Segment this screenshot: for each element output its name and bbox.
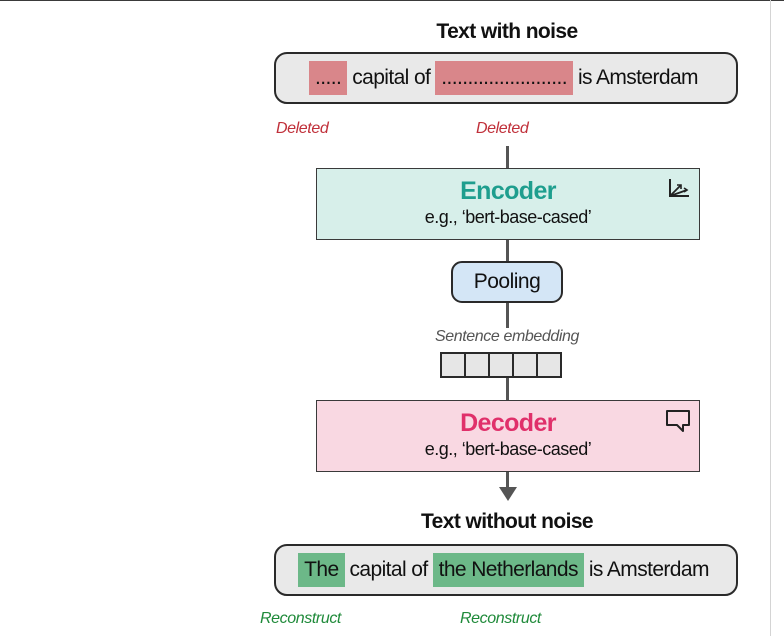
embedding-cell bbox=[488, 352, 514, 378]
deleted-segment-1: ..... bbox=[309, 61, 348, 95]
reconstructed-segment-2: the Netherlands bbox=[432, 553, 584, 587]
embedding-vector bbox=[440, 352, 562, 378]
reconstruct-tag-2: Reconstruct bbox=[460, 610, 541, 627]
output-heading: Text without noise bbox=[421, 510, 594, 533]
top-border bbox=[0, 0, 784, 1]
sentence-text-1: capital of bbox=[352, 66, 431, 89]
encoder-title: Encoder bbox=[460, 177, 556, 205]
connector-to-pooling bbox=[506, 240, 509, 261]
embedding-cell bbox=[464, 352, 490, 378]
deleted-segment-2: ........................ bbox=[435, 61, 573, 95]
connector-to-embedding bbox=[506, 303, 509, 328]
embedding-cell bbox=[536, 352, 562, 378]
sentence-text-2: is Amsterdam bbox=[588, 558, 710, 581]
embedding-label: Sentence embedding bbox=[434, 328, 580, 345]
embedding-cell bbox=[512, 352, 538, 378]
input-heading: Text with noise bbox=[436, 20, 578, 43]
sentence-text-1: capital of bbox=[349, 558, 429, 581]
reconstructed-sentence-box: The capital of the Netherlands is Amster… bbox=[274, 544, 738, 596]
connector-to-encoder bbox=[506, 146, 509, 168]
embedding-cell bbox=[440, 352, 466, 378]
deleted-tag-1: Deleted bbox=[276, 120, 329, 137]
decoder-subtitle: e.g., ‘bert-base-cased’ bbox=[424, 439, 592, 459]
arrow-shaft bbox=[506, 472, 509, 488]
speech-bubble-icon bbox=[665, 409, 691, 438]
encoder-subtitle: e.g., ‘bert-base-cased’ bbox=[424, 207, 592, 227]
right-border bbox=[770, 0, 771, 636]
sentence-text-2: is Amsterdam bbox=[577, 66, 699, 89]
connector-to-decoder bbox=[506, 378, 509, 400]
arrow-head bbox=[499, 487, 517, 501]
encoder-box: Encoder e.g., ‘bert-base-cased’ bbox=[316, 168, 700, 240]
decoder-box: Decoder e.g., ‘bert-base-cased’ bbox=[316, 400, 700, 472]
deleted-tag-2: Deleted bbox=[476, 120, 529, 137]
reconstructed-segment-1: The bbox=[298, 553, 345, 587]
reconstruct-tag-1: Reconstruct bbox=[260, 610, 341, 627]
noisy-sentence-box: ..... capital of .......................… bbox=[274, 52, 738, 104]
pooling-box: Pooling bbox=[451, 261, 563, 303]
chart-axes-icon bbox=[667, 177, 691, 204]
decoder-title: Decoder bbox=[460, 409, 556, 437]
